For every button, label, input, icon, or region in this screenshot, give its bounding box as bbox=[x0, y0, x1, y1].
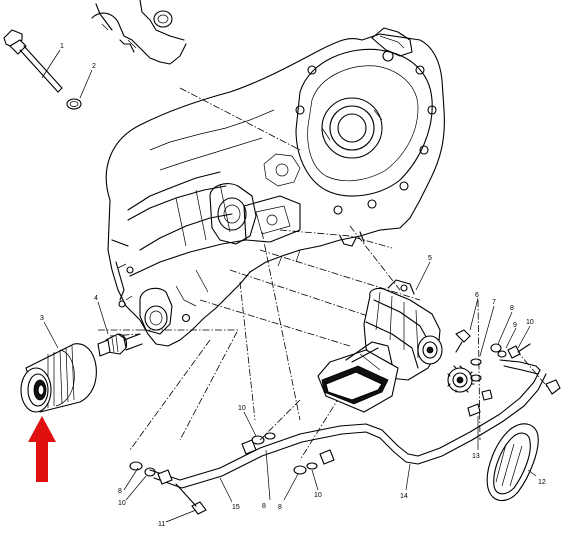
callout-1: 1 bbox=[60, 43, 64, 50]
callout-8-lower-center: 8 bbox=[278, 504, 282, 511]
callout-3: 3 bbox=[40, 315, 44, 322]
callout-10-left: 10 bbox=[118, 500, 126, 507]
callout-9: 9 bbox=[513, 322, 517, 329]
drive-belt bbox=[486, 423, 539, 502]
callout-8-upper-right: 8 bbox=[510, 305, 514, 312]
centerlines bbox=[98, 87, 551, 461]
upper-engine-fragment bbox=[91, 0, 187, 65]
filter-adapter-fitting bbox=[97, 333, 143, 357]
callout-12: 12 bbox=[538, 479, 546, 486]
callout-8-lower-center-b: 8 bbox=[262, 503, 266, 510]
leader-lines bbox=[41, 49, 537, 523]
callout-10-lower-center: 10 bbox=[314, 492, 322, 499]
dipstick bbox=[3, 29, 63, 93]
callout-11: 11 bbox=[158, 521, 165, 528]
callout-10-center: 10 bbox=[238, 405, 246, 412]
oil-pump bbox=[363, 279, 443, 381]
pump-drive-gear bbox=[447, 365, 475, 393]
callout-15: 15 bbox=[232, 504, 240, 511]
pickup-screen bbox=[317, 341, 399, 413]
oil-filter bbox=[20, 343, 97, 413]
callout-2: 2 bbox=[92, 63, 96, 70]
callout-6: 6 bbox=[475, 292, 479, 299]
oil-lines bbox=[129, 359, 547, 515]
callout-10-right: 10 bbox=[526, 319, 534, 326]
callout-13: 13 bbox=[472, 453, 480, 460]
callout-5: 5 bbox=[428, 255, 432, 262]
crankcase bbox=[105, 27, 445, 347]
o-ring-2 bbox=[66, 98, 82, 110]
callout-8-left: 8 bbox=[118, 488, 122, 495]
red-arrow-indicator bbox=[28, 416, 56, 482]
callout-4: 4 bbox=[94, 295, 98, 302]
bolts-washers-right bbox=[455, 329, 561, 417]
callout-labels: 1 2 3 4 5 6 7 8 9 10 10 10 11 12 13 14 1… bbox=[40, 43, 546, 528]
callout-7: 7 bbox=[492, 299, 496, 306]
callout-14: 14 bbox=[400, 493, 408, 500]
